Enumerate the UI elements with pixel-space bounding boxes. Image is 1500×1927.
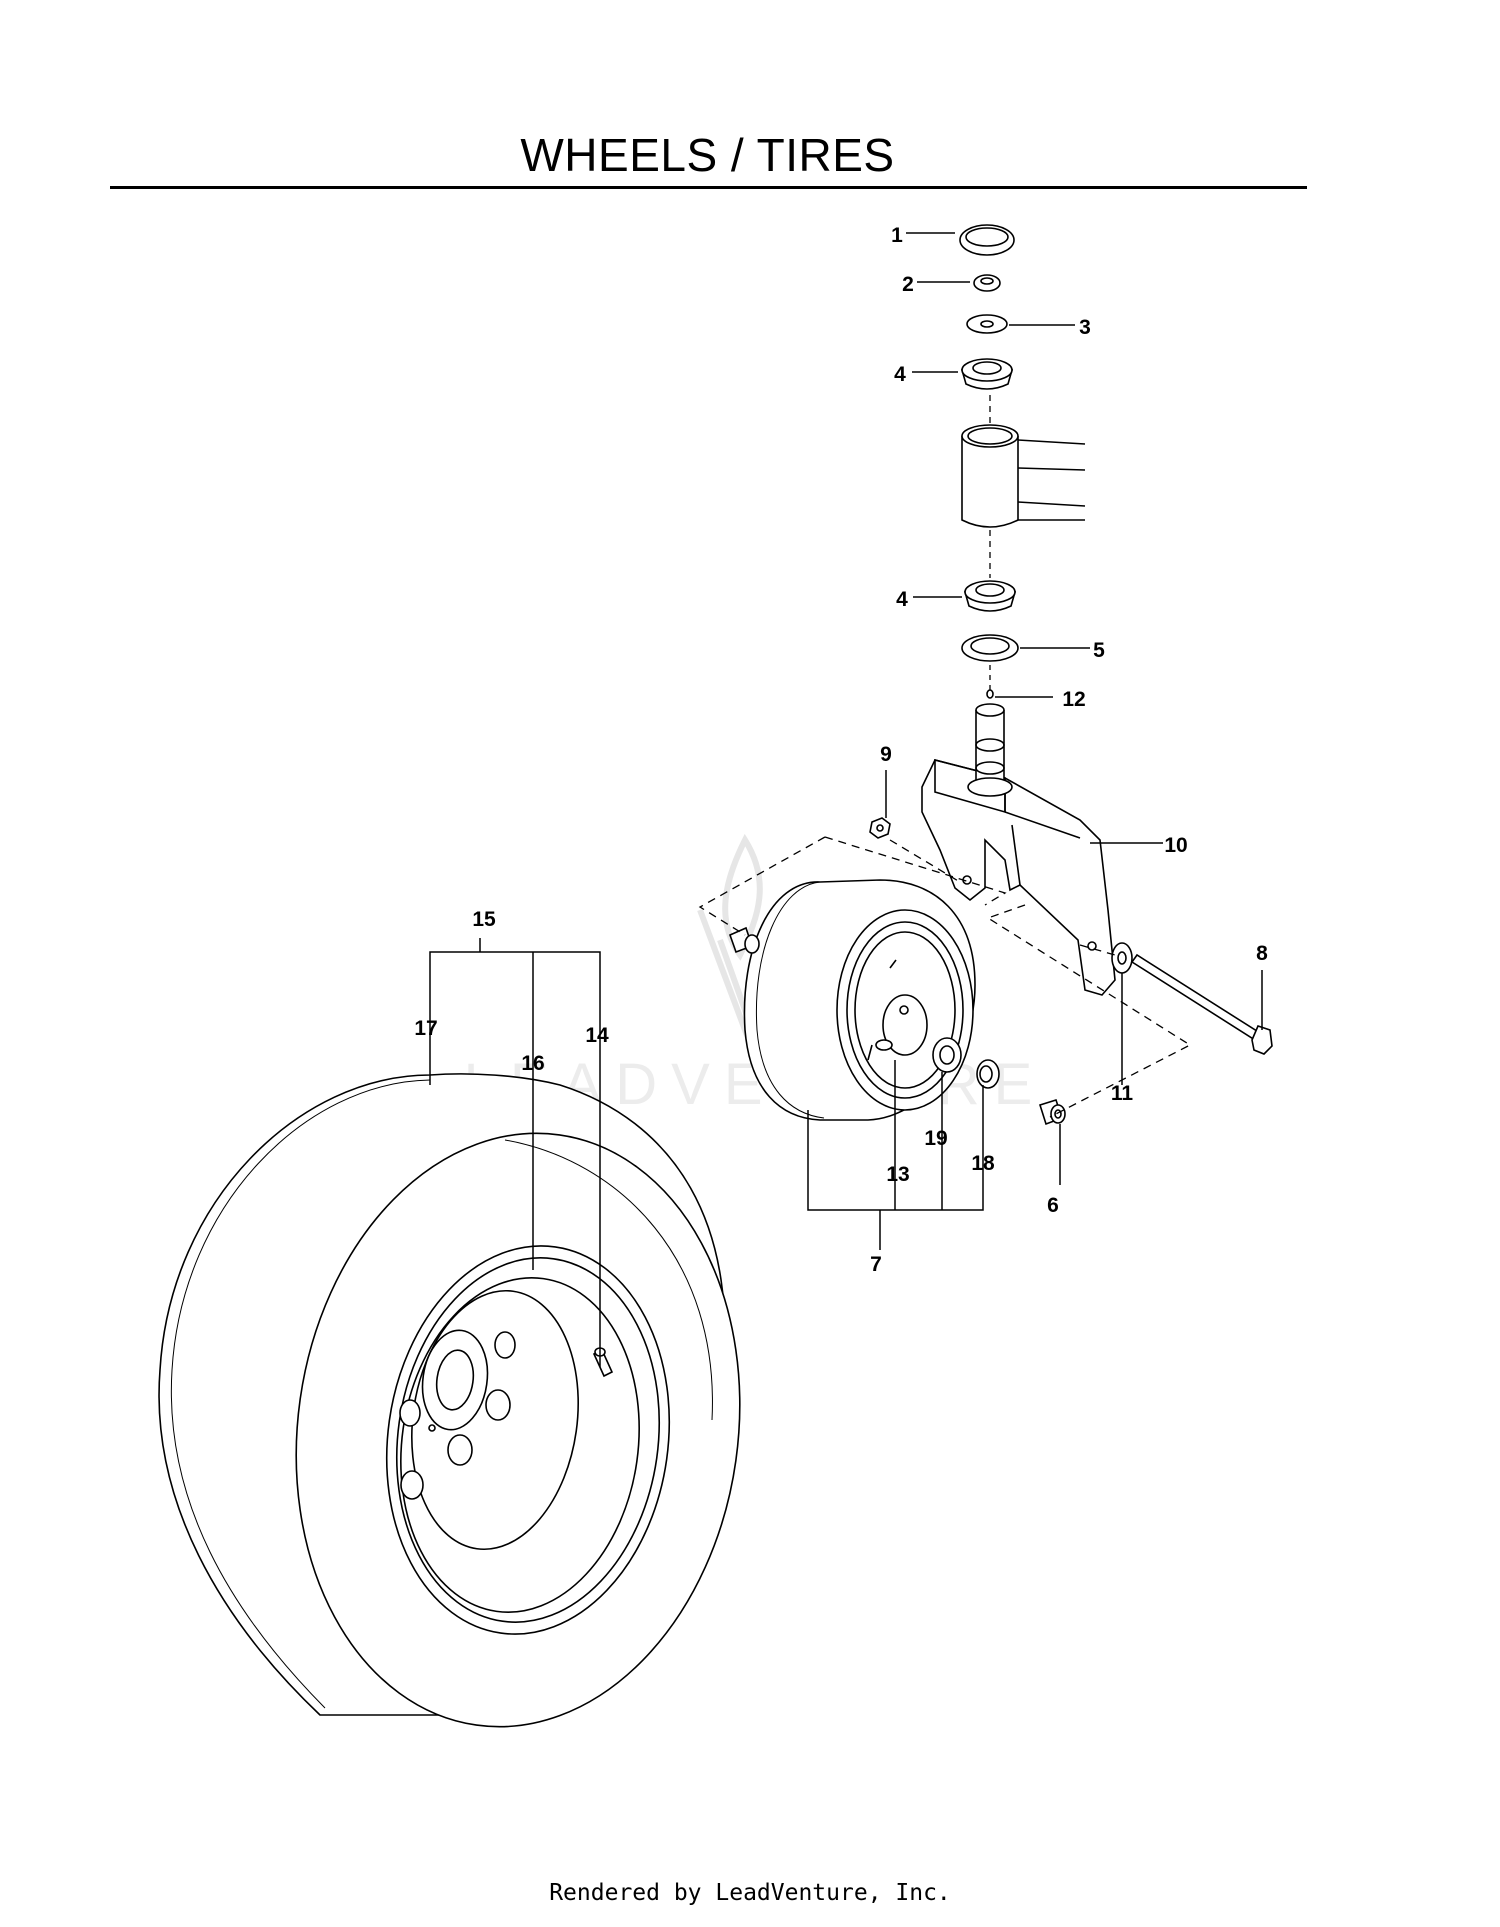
callout-12: 12 — [1062, 688, 1085, 711]
callout-14: 14 — [585, 1024, 609, 1047]
hex-nut — [869, 817, 891, 839]
caster-tube — [961, 424, 1086, 528]
callout-13: 13 — [886, 1163, 909, 1186]
callout-11: 11 — [1111, 1082, 1134, 1105]
callout-16: 16 — [521, 1052, 544, 1075]
callout-7: 7 — [870, 1253, 882, 1276]
title-rule — [110, 186, 1307, 189]
lock-nut — [973, 274, 1001, 292]
wheel-bearing — [932, 1037, 962, 1073]
lower-bearing — [963, 580, 1017, 612]
leader-lines — [429, 232, 1263, 1367]
left-spacer — [728, 926, 760, 954]
wheel-seal — [976, 1059, 1000, 1089]
callout-8: 8 — [1256, 942, 1268, 965]
callout-18: 18 — [971, 1152, 995, 1175]
right-spacer — [1038, 1099, 1066, 1126]
callout-9: 9 — [880, 743, 892, 766]
axle-bolt — [1130, 953, 1273, 1055]
upper-bearing — [960, 358, 1014, 390]
callout-19: 19 — [924, 1127, 947, 1150]
callout-3: 3 — [1079, 316, 1091, 339]
callout-15: 15 — [472, 908, 496, 931]
grease-fitting — [986, 689, 994, 699]
washer-11 — [1111, 942, 1133, 974]
callout-6: 6 — [1047, 1194, 1059, 1217]
callout-1: 1 — [891, 224, 903, 247]
seal — [961, 634, 1019, 662]
washer — [966, 314, 1008, 334]
dust-cap — [959, 224, 1015, 256]
callout-4-upper: 4 — [894, 363, 906, 386]
caster-fork — [921, 758, 1116, 996]
page-title: WHEELS / TIRES — [520, 129, 895, 181]
drive-rim — [385, 1245, 671, 1635]
callout-10: 10 — [1164, 834, 1187, 857]
callout-17: 17 — [414, 1017, 437, 1040]
callout-4-lower: 4 — [896, 588, 908, 611]
callout-5: 5 — [1093, 639, 1105, 662]
callout-2: 2 — [902, 273, 914, 296]
footer-credit: Rendered by LeadVenture, Inc. — [549, 1880, 951, 1906]
callout-labels: 1 2 3 4 4 5 12 9 10 8 11 6 15 17 16 14 1… — [414, 224, 1268, 1276]
caster-wheel-assembly — [743, 879, 976, 1121]
spindle — [967, 703, 1013, 797]
